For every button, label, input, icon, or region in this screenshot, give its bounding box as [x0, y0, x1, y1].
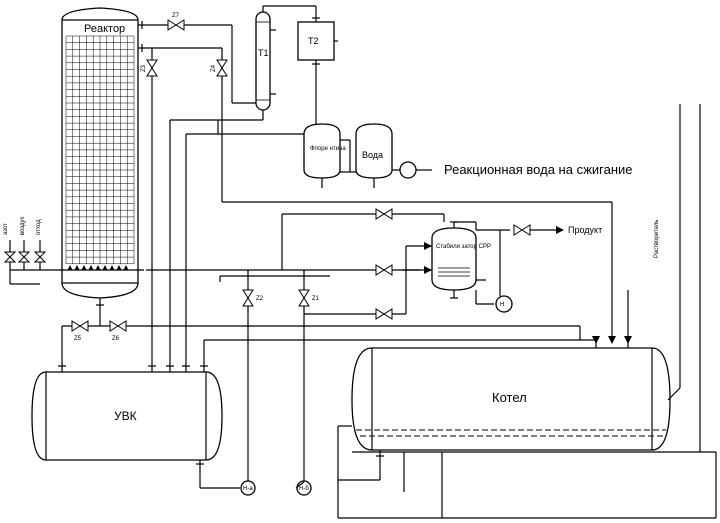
- svg-text:Н-б: Н-б: [299, 486, 309, 492]
- uvk-vessel: УВК: [31, 365, 240, 489]
- valve-z4[interactable]: Z4: [211, 48, 228, 202]
- valve-z1[interactable]: Z1: [298, 289, 320, 307]
- stabilizer-vessel: Стабили затор СРР: [431, 221, 491, 299]
- pump-b: Н-б: [296, 480, 312, 496]
- reactor-label: Реактор: [84, 23, 125, 35]
- boiler-vessel: Котел: [351, 347, 671, 480]
- stab-valve-mid[interactable]: [375, 264, 393, 276]
- svg-text:Z1: Z1: [312, 296, 320, 302]
- svg-text:Z5: Z5: [74, 336, 82, 342]
- valve-z6[interactable]: Z6: [109, 320, 127, 342]
- stabilizer-label-1: Стабили затор СРР: [436, 244, 491, 250]
- t2-vessel: Т2: [297, 6, 338, 125]
- uvk-label: УВК: [114, 409, 137, 423]
- svg-text:воздух: воздух: [20, 216, 26, 235]
- valve-z3[interactable]: Z3: [141, 48, 158, 372]
- solvent-label: Растворитель: [654, 220, 660, 258]
- florentine-label: Флоре нтина: [310, 146, 346, 152]
- valve-z5[interactable]: Z5: [71, 320, 89, 342]
- boiler-frame: [337, 104, 717, 519]
- distributor-nozzle: [102, 265, 108, 270]
- distributor-nozzle: [116, 265, 122, 270]
- distributor-nozzle: [95, 265, 101, 270]
- distributor-nozzle: [74, 265, 80, 270]
- distributor-nozzle: [123, 265, 129, 270]
- stab-valve-top[interactable]: [375, 208, 393, 220]
- product-valve[interactable]: [513, 224, 531, 236]
- reactor: Реактор: [56, 7, 144, 306]
- svg-text:Z7: Z7: [172, 13, 180, 19]
- t1-column: Т1: [255, 5, 316, 120]
- distributor-nozzle: [109, 265, 115, 270]
- svg-text:Z4: Z4: [211, 64, 217, 72]
- svg-text:Z6: Z6: [112, 336, 120, 342]
- stab-valve-bottom[interactable]: [375, 308, 393, 320]
- water-label: Вода: [362, 150, 383, 160]
- florentine-vessel: Флоре нтина: [303, 123, 346, 188]
- boiler-label: Котел: [492, 390, 527, 405]
- pump-a: Н-а: [240, 480, 256, 496]
- reaction-water-pump: [399, 161, 432, 179]
- svg-text:Н-а: Н-а: [243, 486, 253, 492]
- svg-text:Н: Н: [500, 302, 504, 308]
- water-vessel: Вода: [355, 123, 400, 188]
- valve-z7[interactable]: Z7: [167, 13, 185, 31]
- valve-z2[interactable]: Z2: [242, 289, 264, 307]
- reactor-distributor: [67, 265, 129, 270]
- reactor-grid: [65, 35, 135, 265]
- distributor-nozzle: [81, 265, 87, 270]
- svg-text:Z2: Z2: [256, 296, 264, 302]
- stabilizer-pump: Н: [495, 295, 513, 313]
- t1-label: Т1: [258, 48, 269, 58]
- svg-text:Z3: Z3: [141, 64, 147, 72]
- svg-text:азот: азот: [3, 223, 9, 235]
- distributor-nozzle: [67, 265, 73, 270]
- left-inlets: азот воздух отход: [3, 216, 56, 285]
- distributor-nozzle: [88, 265, 94, 270]
- t2-label: Т2: [308, 36, 319, 46]
- reaction-water-label: Реакционная вода на сжигание: [444, 162, 633, 177]
- svg-text:отход: отход: [36, 219, 42, 235]
- product-label: Продукт: [568, 225, 602, 235]
